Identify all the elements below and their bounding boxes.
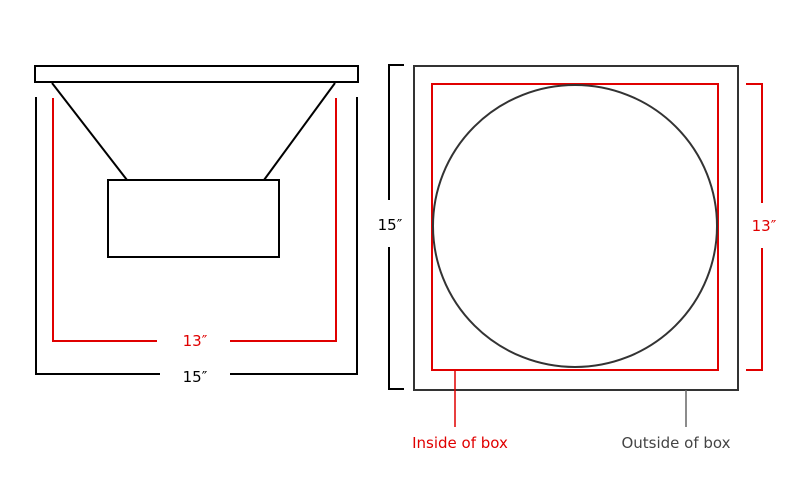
speaker-front-view: 15″ 13″ Inside of box Outside of box bbox=[378, 64, 777, 452]
outside-of-box bbox=[413, 65, 739, 391]
speaker-side-view: 15″ 13″ bbox=[34, 65, 359, 386]
inner-dimension-label: 13″ bbox=[183, 332, 208, 350]
speaker-frame bbox=[34, 65, 359, 83]
speaker-cone-left bbox=[51, 82, 128, 181]
outer-dimension-bracket bbox=[35, 97, 358, 375]
outer-dimension-label: 15″ bbox=[183, 368, 208, 386]
outer-height-label: 15″ bbox=[378, 216, 403, 234]
inner-height-label: 13″ bbox=[752, 217, 777, 235]
outside-of-box-label: Outside of box bbox=[621, 434, 730, 452]
inner-dimension-bracket bbox=[52, 98, 337, 342]
speaker-circle bbox=[432, 84, 718, 368]
outer-height-bracket bbox=[388, 64, 404, 390]
inside-of-box-label: Inside of box bbox=[412, 434, 508, 452]
inner-height-bracket bbox=[746, 83, 763, 371]
speaker-cone-right bbox=[263, 82, 336, 181]
speaker-magnet bbox=[107, 179, 280, 258]
